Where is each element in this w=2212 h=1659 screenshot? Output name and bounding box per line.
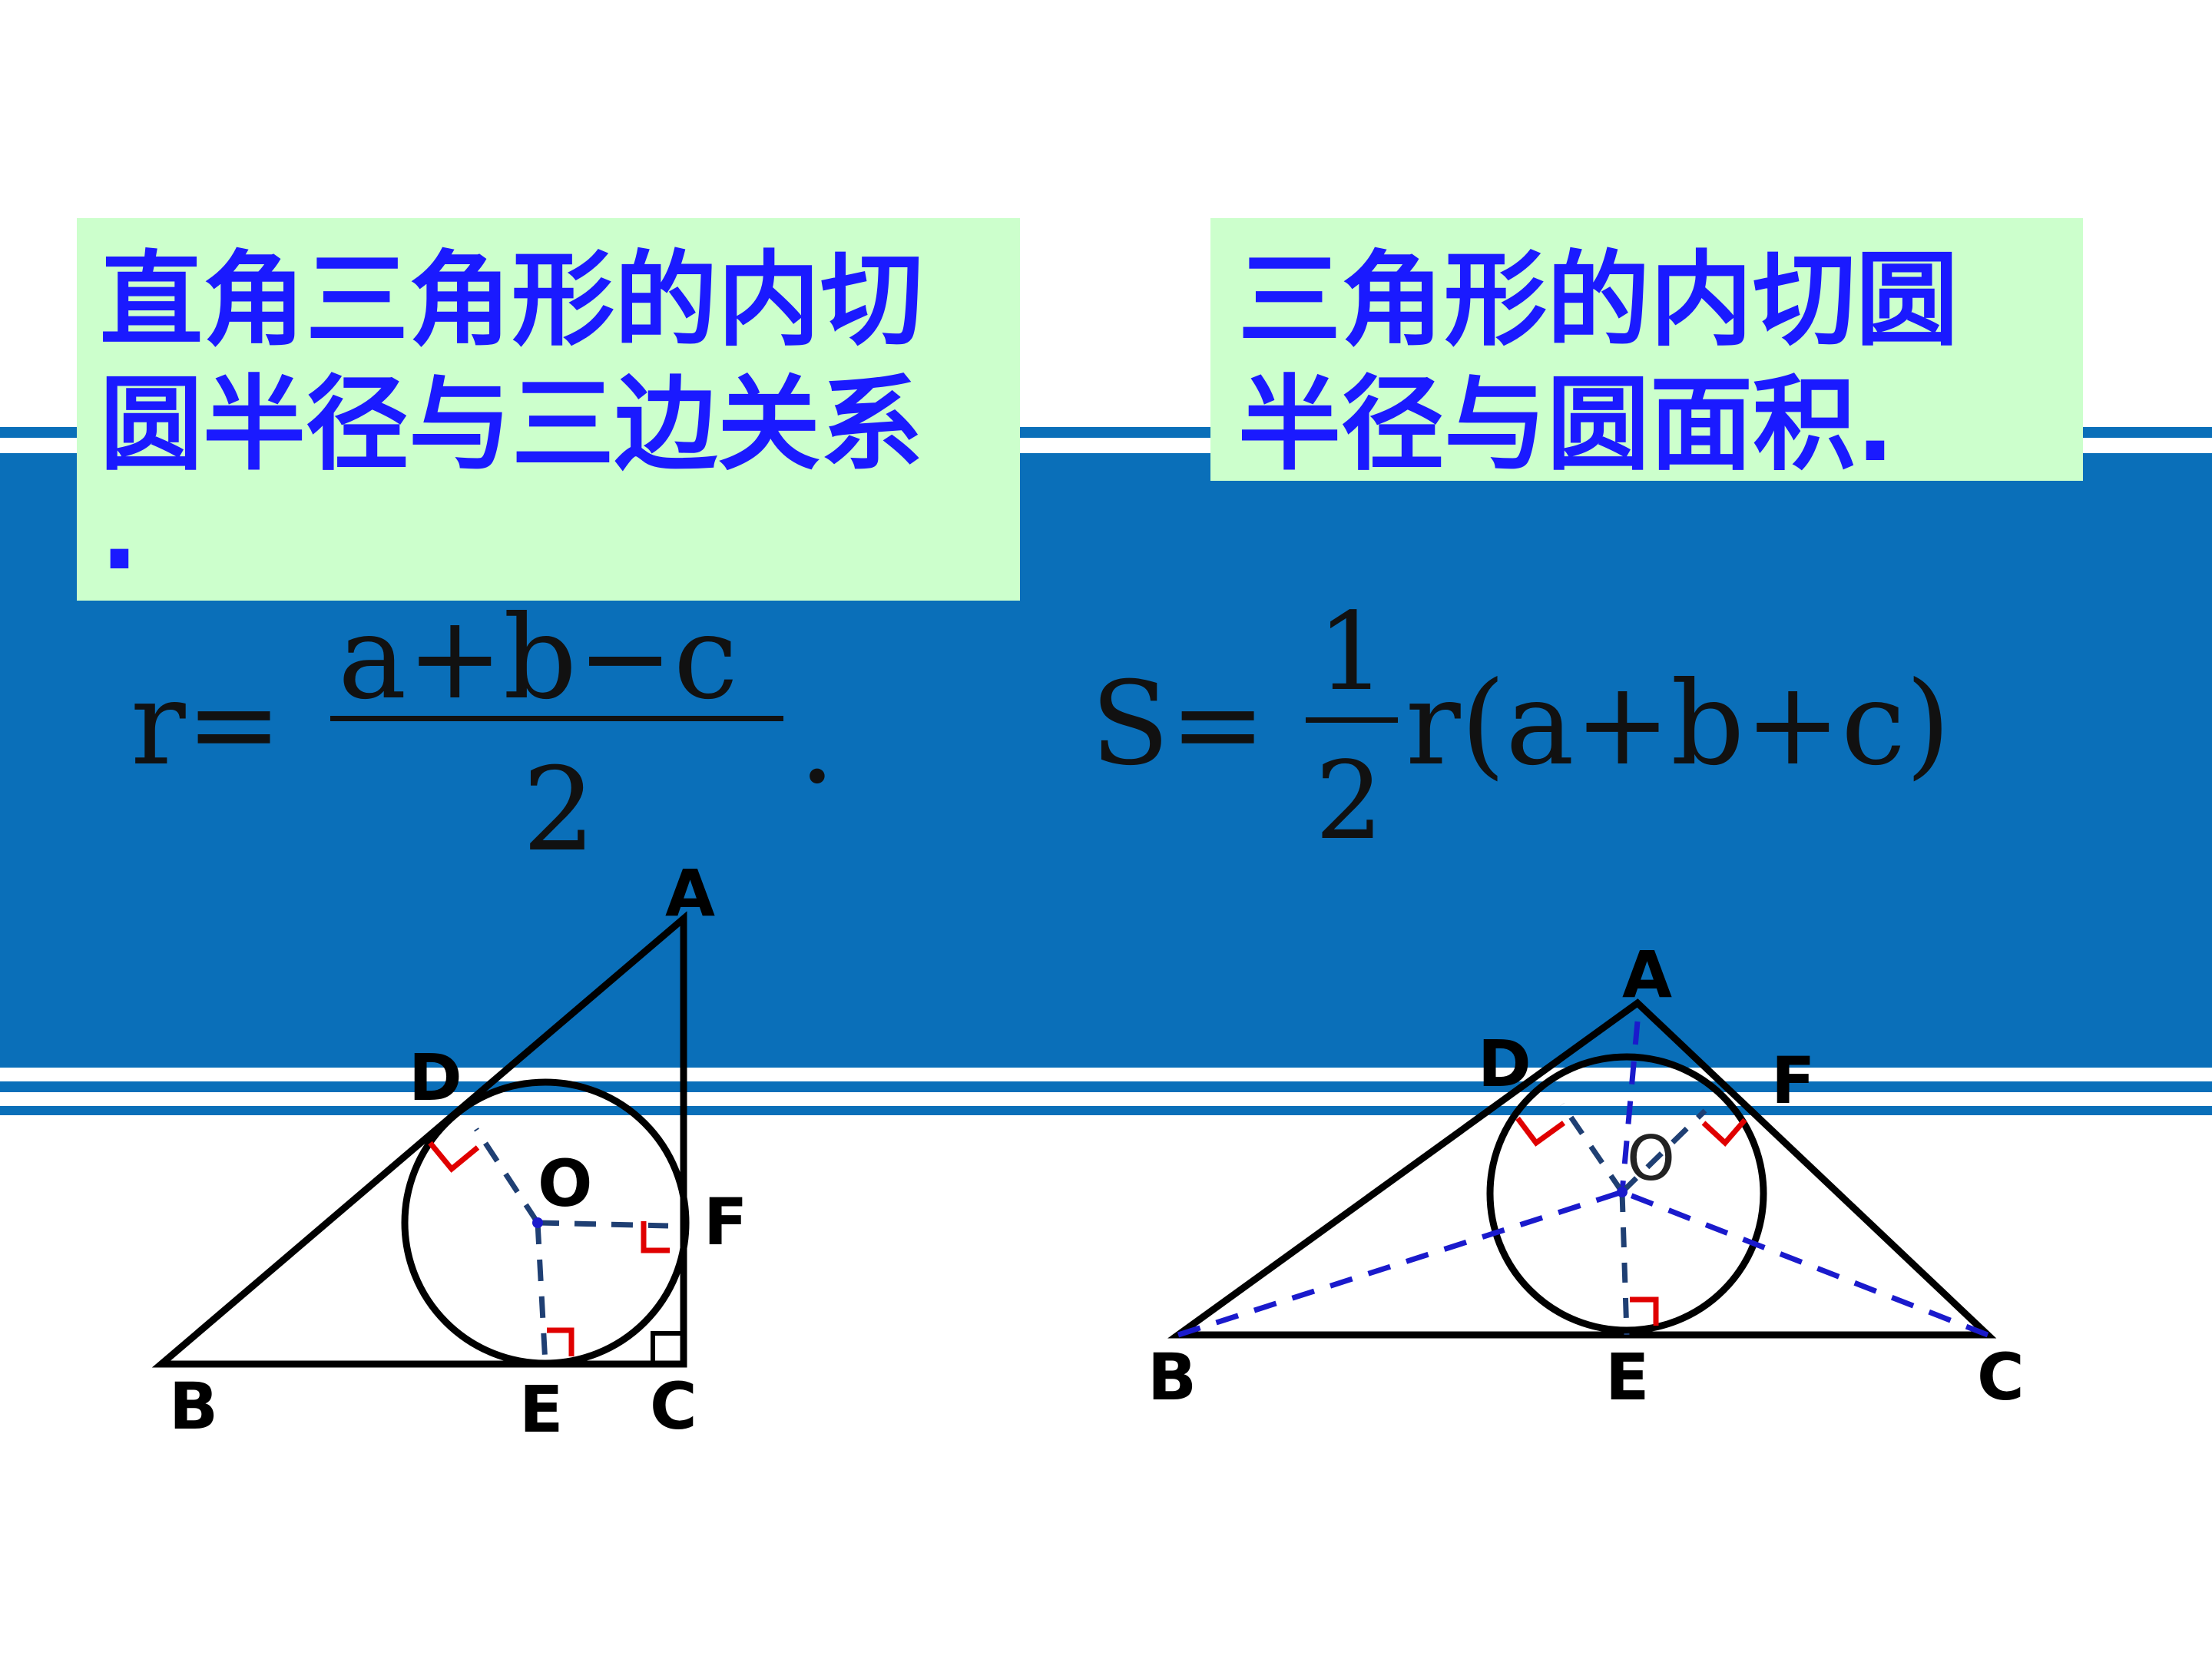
right-label-d: D (1478, 1026, 1532, 1101)
left-triangle (151, 911, 687, 1368)
right-title-card: 三角形的内切圆 半径与圆面积. (1210, 218, 2083, 485)
left-radius-od (474, 1128, 540, 1224)
right-radius-oe (1619, 1191, 1630, 1336)
left-radius-of (537, 1220, 669, 1229)
left-radius-oe (535, 1222, 548, 1365)
left-label-c: C (650, 1369, 697, 1444)
left-label-b: B (169, 1369, 218, 1444)
formula-left-lhs: r= (131, 657, 283, 791)
formula-left-fraction-bar (330, 716, 783, 721)
right-radius-od (1560, 1103, 1624, 1194)
left-title-line2: 圆半径与三边关系 (100, 365, 924, 485)
left-mark-d (428, 1141, 480, 1173)
right-label-a: A (1622, 937, 1672, 1012)
left-incircle (401, 1078, 690, 1367)
right-label-f: F (1771, 1043, 1815, 1118)
right-center-o (1617, 1187, 1628, 1197)
left-title-line1: 直角三角形的内切 (100, 240, 924, 360)
diagram-right-triangle: A B C D E F O (1147, 937, 2025, 1415)
right-mark-e (1630, 1296, 1659, 1326)
right-bisector-a (1619, 1021, 1641, 1193)
left-title-card: 直角三角形的内切 圆半径与三边关系 . (77, 218, 1020, 601)
formula-right-lhs: S= (1091, 657, 1267, 791)
right-triangle (1167, 998, 1997, 1339)
formula-right-denominator: 2 (1315, 739, 1384, 864)
left-right-angle-c (651, 1331, 684, 1364)
left-mark-f (641, 1221, 670, 1253)
formula-right-fraction-bar (1306, 717, 1398, 723)
left-center-o (532, 1217, 543, 1228)
right-label-c: C (1977, 1339, 2025, 1415)
formula-left-numerator: a+b−c (338, 591, 738, 725)
stripe-bottom-thin-2 (0, 1106, 2212, 1115)
right-bisector-c (1621, 1189, 1989, 1338)
right-incircle (1486, 1053, 1767, 1334)
right-mark-f (1701, 1118, 1747, 1147)
left-label-e: E (519, 1372, 563, 1447)
formula-right-numerator: 1 (1317, 590, 1386, 715)
formula-left-tail: . (799, 676, 836, 810)
right-label-b: B (1147, 1339, 1197, 1415)
diagram-left-right-triangle: A B C D E F O (151, 856, 747, 1447)
right-title-line2: 半径与圆面积. (1238, 365, 1895, 485)
right-label-e: E (1605, 1339, 1649, 1415)
left-label-o: O (538, 1146, 592, 1221)
left-mark-e (547, 1327, 575, 1356)
left-label-f: F (704, 1184, 747, 1260)
right-mark-d (1515, 1116, 1566, 1147)
right-radius-of (1620, 1108, 1707, 1194)
right-title-line1: 三角形的内切圆 (1238, 240, 1959, 360)
left-label-a: A (665, 856, 715, 931)
formula-left-denominator: 2 (522, 743, 596, 877)
left-label-d: D (409, 1040, 462, 1115)
right-label-o: O (1627, 1123, 1675, 1194)
formula-right-rest: r(a+b+c) (1406, 657, 1951, 791)
left-title-line3: . (100, 473, 139, 593)
